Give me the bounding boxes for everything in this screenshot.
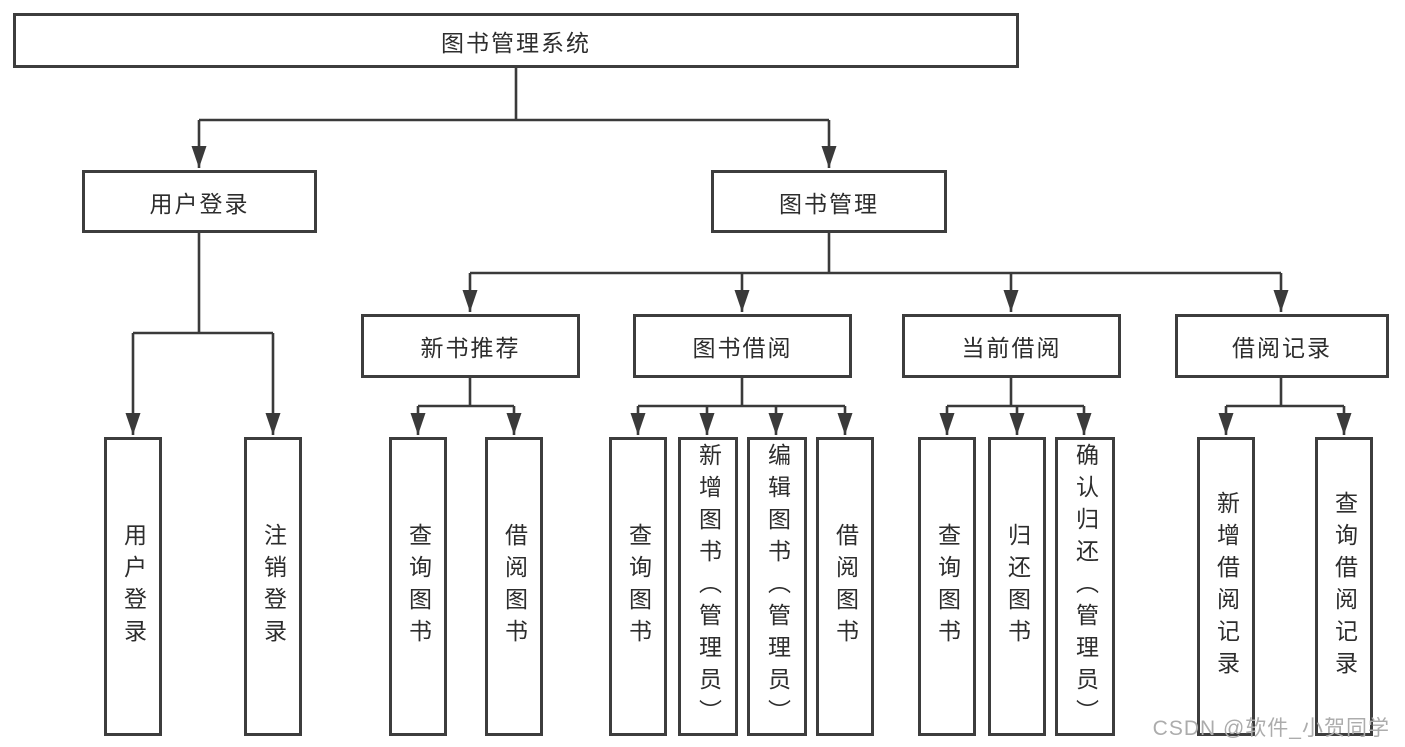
leaf-confirm-return-admin: 确认归还（管理员） [1055, 437, 1115, 736]
leaf-query-books-borrow: 查询图书 [609, 437, 667, 736]
node-user-login-label: 用户登录 [149, 190, 250, 217]
leaf-query-books-recommend-label: 查询图书 [405, 522, 432, 651]
connector-arrows [125, 120, 1352, 435]
node-current-borrow-label: 当前借阅 [961, 335, 1062, 361]
leaf-add-book-admin: 新增图书（管理员） [678, 437, 738, 736]
node-borrow-records-label: 借阅记录 [1232, 335, 1332, 361]
leaf-edit-book-admin-label: 编辑图书（管理员） [764, 442, 791, 731]
leaf-borrow-books: 借阅图书 [816, 437, 874, 736]
node-current-borrow: 当前借阅 [902, 314, 1121, 378]
node-new-book-recommend-label: 新书推荐 [420, 335, 521, 361]
leaf-query-books-recommend: 查询图书 [389, 437, 447, 736]
node-root-label: 图书管理系统 [441, 29, 591, 56]
leaf-user-login: 用户登录 [104, 437, 162, 736]
leaf-return-books-label: 归还图书 [1004, 522, 1031, 651]
leaf-query-borrow-record: 查询借阅记录 [1315, 437, 1373, 736]
leaf-query-borrow-record-label: 查询借阅记录 [1331, 490, 1358, 683]
leaf-confirm-return-admin-label: 确认归还（管理员） [1072, 442, 1099, 731]
leaf-query-books-current: 查询图书 [918, 437, 976, 736]
node-new-book-recommend: 新书推荐 [361, 314, 580, 378]
leaf-add-borrow-record-label: 新增借阅记录 [1213, 490, 1240, 683]
leaf-borrow-books-recommend-label: 借阅图书 [501, 522, 528, 651]
node-book-management-label: 图书管理 [779, 190, 879, 217]
node-user-login: 用户登录 [82, 170, 317, 233]
leaf-query-books-borrow-label: 查询图书 [625, 522, 652, 651]
csdn-watermark: CSDN @软件_小贺同学 [1152, 717, 1390, 740]
leaf-logout-label: 注销登录 [260, 522, 287, 651]
leaf-query-books-current-label: 查询图书 [934, 522, 961, 651]
node-book-borrow-label: 图书借阅 [692, 335, 793, 361]
leaf-borrow-books-recommend: 借阅图书 [485, 437, 543, 736]
leaf-add-borrow-record: 新增借阅记录 [1197, 437, 1255, 736]
node-book-borrow: 图书借阅 [633, 314, 852, 378]
leaf-user-login-label: 用户登录 [120, 522, 147, 651]
node-book-management: 图书管理 [711, 170, 947, 233]
connector-skeleton [133, 68, 1344, 408]
node-root: 图书管理系统 [13, 13, 1019, 68]
leaf-borrow-books-label: 借阅图书 [832, 522, 859, 651]
node-borrow-records: 借阅记录 [1175, 314, 1389, 378]
leaf-add-book-admin-label: 新增图书（管理员） [695, 442, 722, 731]
leaf-return-books: 归还图书 [988, 437, 1046, 736]
leaf-logout: 注销登录 [244, 437, 302, 736]
leaf-edit-book-admin: 编辑图书（管理员） [747, 437, 807, 736]
